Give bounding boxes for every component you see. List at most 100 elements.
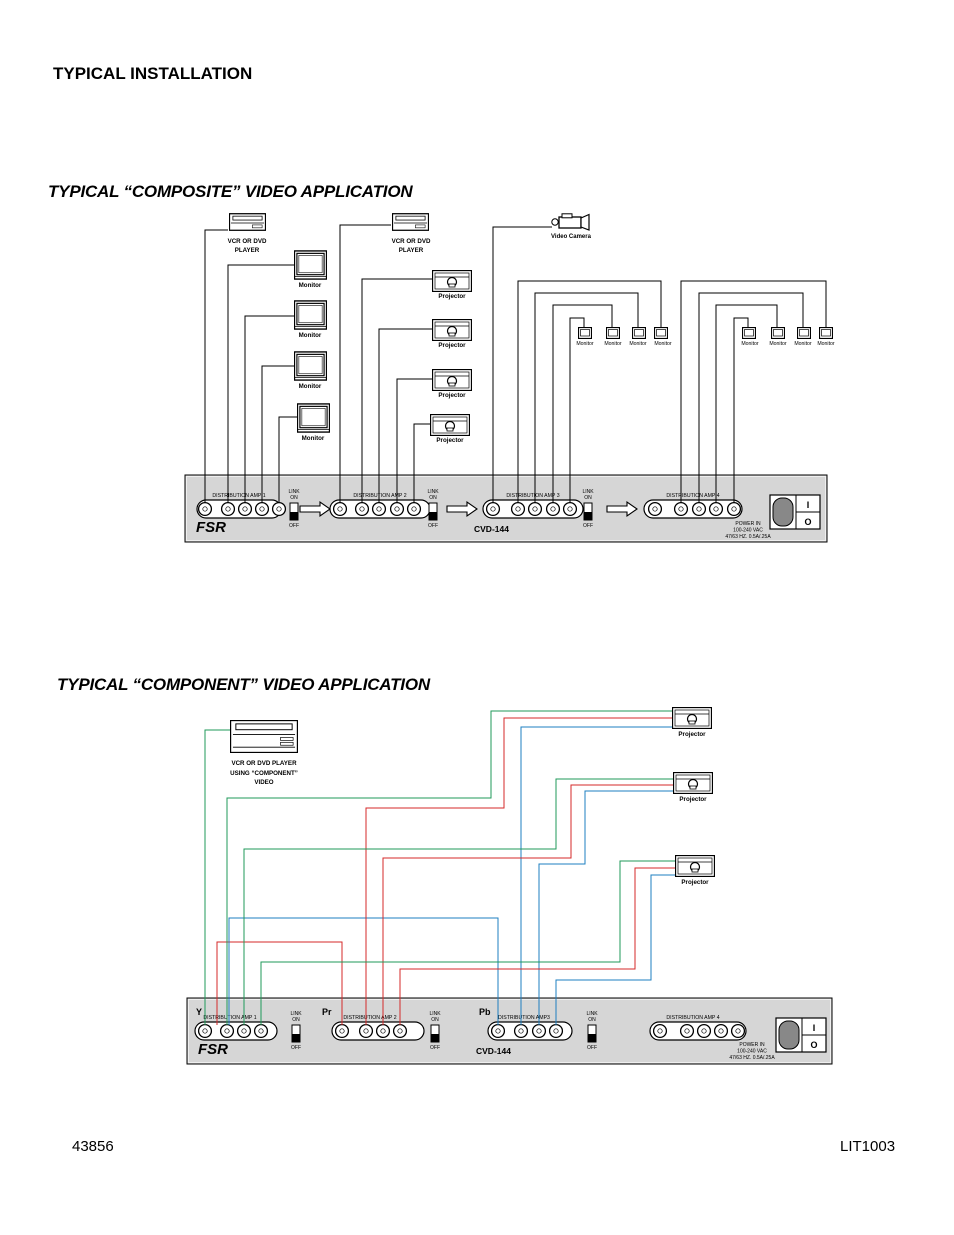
mini-monitor-icon bbox=[654, 327, 668, 339]
component-vcr-label-line2: USING “COMPONENT” bbox=[230, 770, 298, 777]
power-rating-line: POWER IN bbox=[735, 521, 761, 527]
link-label: LINK bbox=[582, 489, 594, 495]
mini-monitor-icon bbox=[771, 327, 785, 339]
bnc-jack-center bbox=[202, 1028, 208, 1034]
link-label: LINK bbox=[586, 1011, 598, 1017]
link-arrow bbox=[446, 500, 478, 518]
bnc-jack-center bbox=[550, 506, 556, 512]
bnc-jack-center bbox=[701, 1028, 707, 1034]
mini-monitor-label: Monitor bbox=[794, 341, 812, 347]
component-vcr-label-line1: VCR OR DVD PLAYER bbox=[231, 760, 297, 767]
link-off-label: OFF bbox=[291, 1045, 301, 1051]
link-switch-lever bbox=[292, 1034, 300, 1042]
projector-icon bbox=[672, 707, 712, 729]
link-label: LINK bbox=[429, 1011, 441, 1017]
link-arrow bbox=[299, 500, 331, 518]
cable bbox=[733, 317, 749, 503]
power-rating-line: POWER IN bbox=[739, 1042, 765, 1048]
bnc-jack-center bbox=[518, 1028, 524, 1034]
bnc-jack-center bbox=[731, 506, 737, 512]
cable bbox=[339, 224, 391, 503]
power-on-marker: I bbox=[807, 500, 810, 510]
bnc-jack-center bbox=[495, 1028, 501, 1034]
monitor-icon bbox=[294, 300, 327, 330]
projector-label: Projector bbox=[438, 392, 466, 399]
power-rating-line: 100-240 VAC bbox=[733, 528, 763, 534]
cable bbox=[517, 280, 662, 503]
projector-icon bbox=[675, 855, 715, 877]
projector-icon bbox=[432, 270, 472, 292]
mini-monitor-icon bbox=[632, 327, 646, 339]
cable bbox=[396, 378, 432, 503]
link-switch-lever bbox=[429, 512, 437, 520]
amp-label-2: DISTRIBUTION AMP 2 bbox=[343, 1015, 396, 1021]
bnc-jack-center bbox=[567, 506, 573, 512]
amp-label-3: DISTRIBUTION AMP 3 bbox=[506, 493, 559, 499]
literature-number: LIT1003 bbox=[840, 1138, 896, 1155]
bnc-jack-center bbox=[696, 506, 702, 512]
bnc-jack-center bbox=[532, 506, 538, 512]
page-title: TYPICAL INSTALLATION bbox=[53, 64, 253, 83]
document-number: 43856 bbox=[72, 1138, 114, 1155]
link-on-label: ON bbox=[584, 495, 592, 501]
link-switch-lever bbox=[290, 512, 298, 520]
bnc-jack-center bbox=[397, 1028, 403, 1034]
component-section-title: TYPICAL “COMPONENT” VIDEO APPLICATION bbox=[57, 675, 430, 694]
cable bbox=[698, 292, 804, 503]
component-vcr-icon bbox=[230, 720, 298, 753]
monitor-label: Monitor bbox=[299, 282, 322, 289]
link-on-label: ON bbox=[290, 495, 298, 501]
amp-label-4: DISTRIBUTION AMP 4 bbox=[666, 493, 719, 499]
bnc-jack-center bbox=[684, 1028, 690, 1034]
monitor-icon bbox=[294, 250, 327, 280]
channel-pb-label: Pb bbox=[479, 1007, 491, 1017]
model-label: CVD-144 bbox=[474, 524, 509, 534]
video-camera-icon bbox=[551, 213, 590, 231]
link-off-label: OFF bbox=[289, 523, 299, 529]
power-off-marker: O bbox=[810, 1040, 817, 1050]
bnc-jack-center bbox=[337, 506, 343, 512]
cable bbox=[378, 328, 432, 503]
mini-monitor-label: Monitor bbox=[576, 341, 594, 347]
power-rating-line: 47/63 HZ. 0.5A/.25A bbox=[729, 1055, 775, 1061]
power-switch-rocker bbox=[778, 1020, 800, 1050]
bnc-jack-center bbox=[363, 1028, 369, 1034]
y-cable bbox=[226, 710, 674, 1025]
cable bbox=[534, 292, 639, 503]
fsr-logo: FSR bbox=[198, 1041, 228, 1058]
bnc-jack-center bbox=[678, 506, 684, 512]
pr-cable bbox=[399, 867, 676, 1025]
cable bbox=[680, 280, 827, 503]
fsr-logo: FSR bbox=[196, 519, 226, 536]
bnc-jack-center bbox=[242, 506, 248, 512]
projector-icon bbox=[432, 319, 472, 341]
y-cable bbox=[243, 778, 674, 1025]
bnc-jack-center bbox=[652, 506, 658, 512]
bnc-jack-center bbox=[276, 506, 282, 512]
bnc-jack-center bbox=[225, 506, 231, 512]
projector-label: Projector bbox=[438, 342, 466, 349]
pr-cable bbox=[382, 784, 674, 1025]
cable bbox=[413, 423, 430, 503]
projector-label: Projector bbox=[436, 437, 464, 444]
bnc-jack-center bbox=[380, 1028, 386, 1034]
amp-label-4: DISTRIBUTION AMP 4 bbox=[666, 1015, 719, 1021]
cable bbox=[569, 317, 585, 503]
bnc-jack-center bbox=[536, 1028, 542, 1034]
mini-monitor-label: Monitor bbox=[629, 341, 647, 347]
bnc-jack-center bbox=[394, 506, 400, 512]
cable bbox=[261, 365, 296, 503]
link-on-label: ON bbox=[429, 495, 437, 501]
amp-label-1: DISTRIBUTION AMP 1 bbox=[203, 1015, 256, 1021]
bnc-jack-center bbox=[515, 506, 521, 512]
cable bbox=[361, 278, 432, 503]
bnc-jack-center bbox=[490, 506, 496, 512]
mini-monitor-label: Monitor bbox=[769, 341, 787, 347]
monitor-label: Monitor bbox=[299, 383, 322, 390]
vcr-label-line1: VCR OR DVD bbox=[228, 238, 267, 245]
bnc-jack-center bbox=[376, 506, 382, 512]
bnc-jack-center bbox=[224, 1028, 230, 1034]
link-off-label: OFF bbox=[430, 1045, 440, 1051]
link-arrow bbox=[606, 500, 638, 518]
